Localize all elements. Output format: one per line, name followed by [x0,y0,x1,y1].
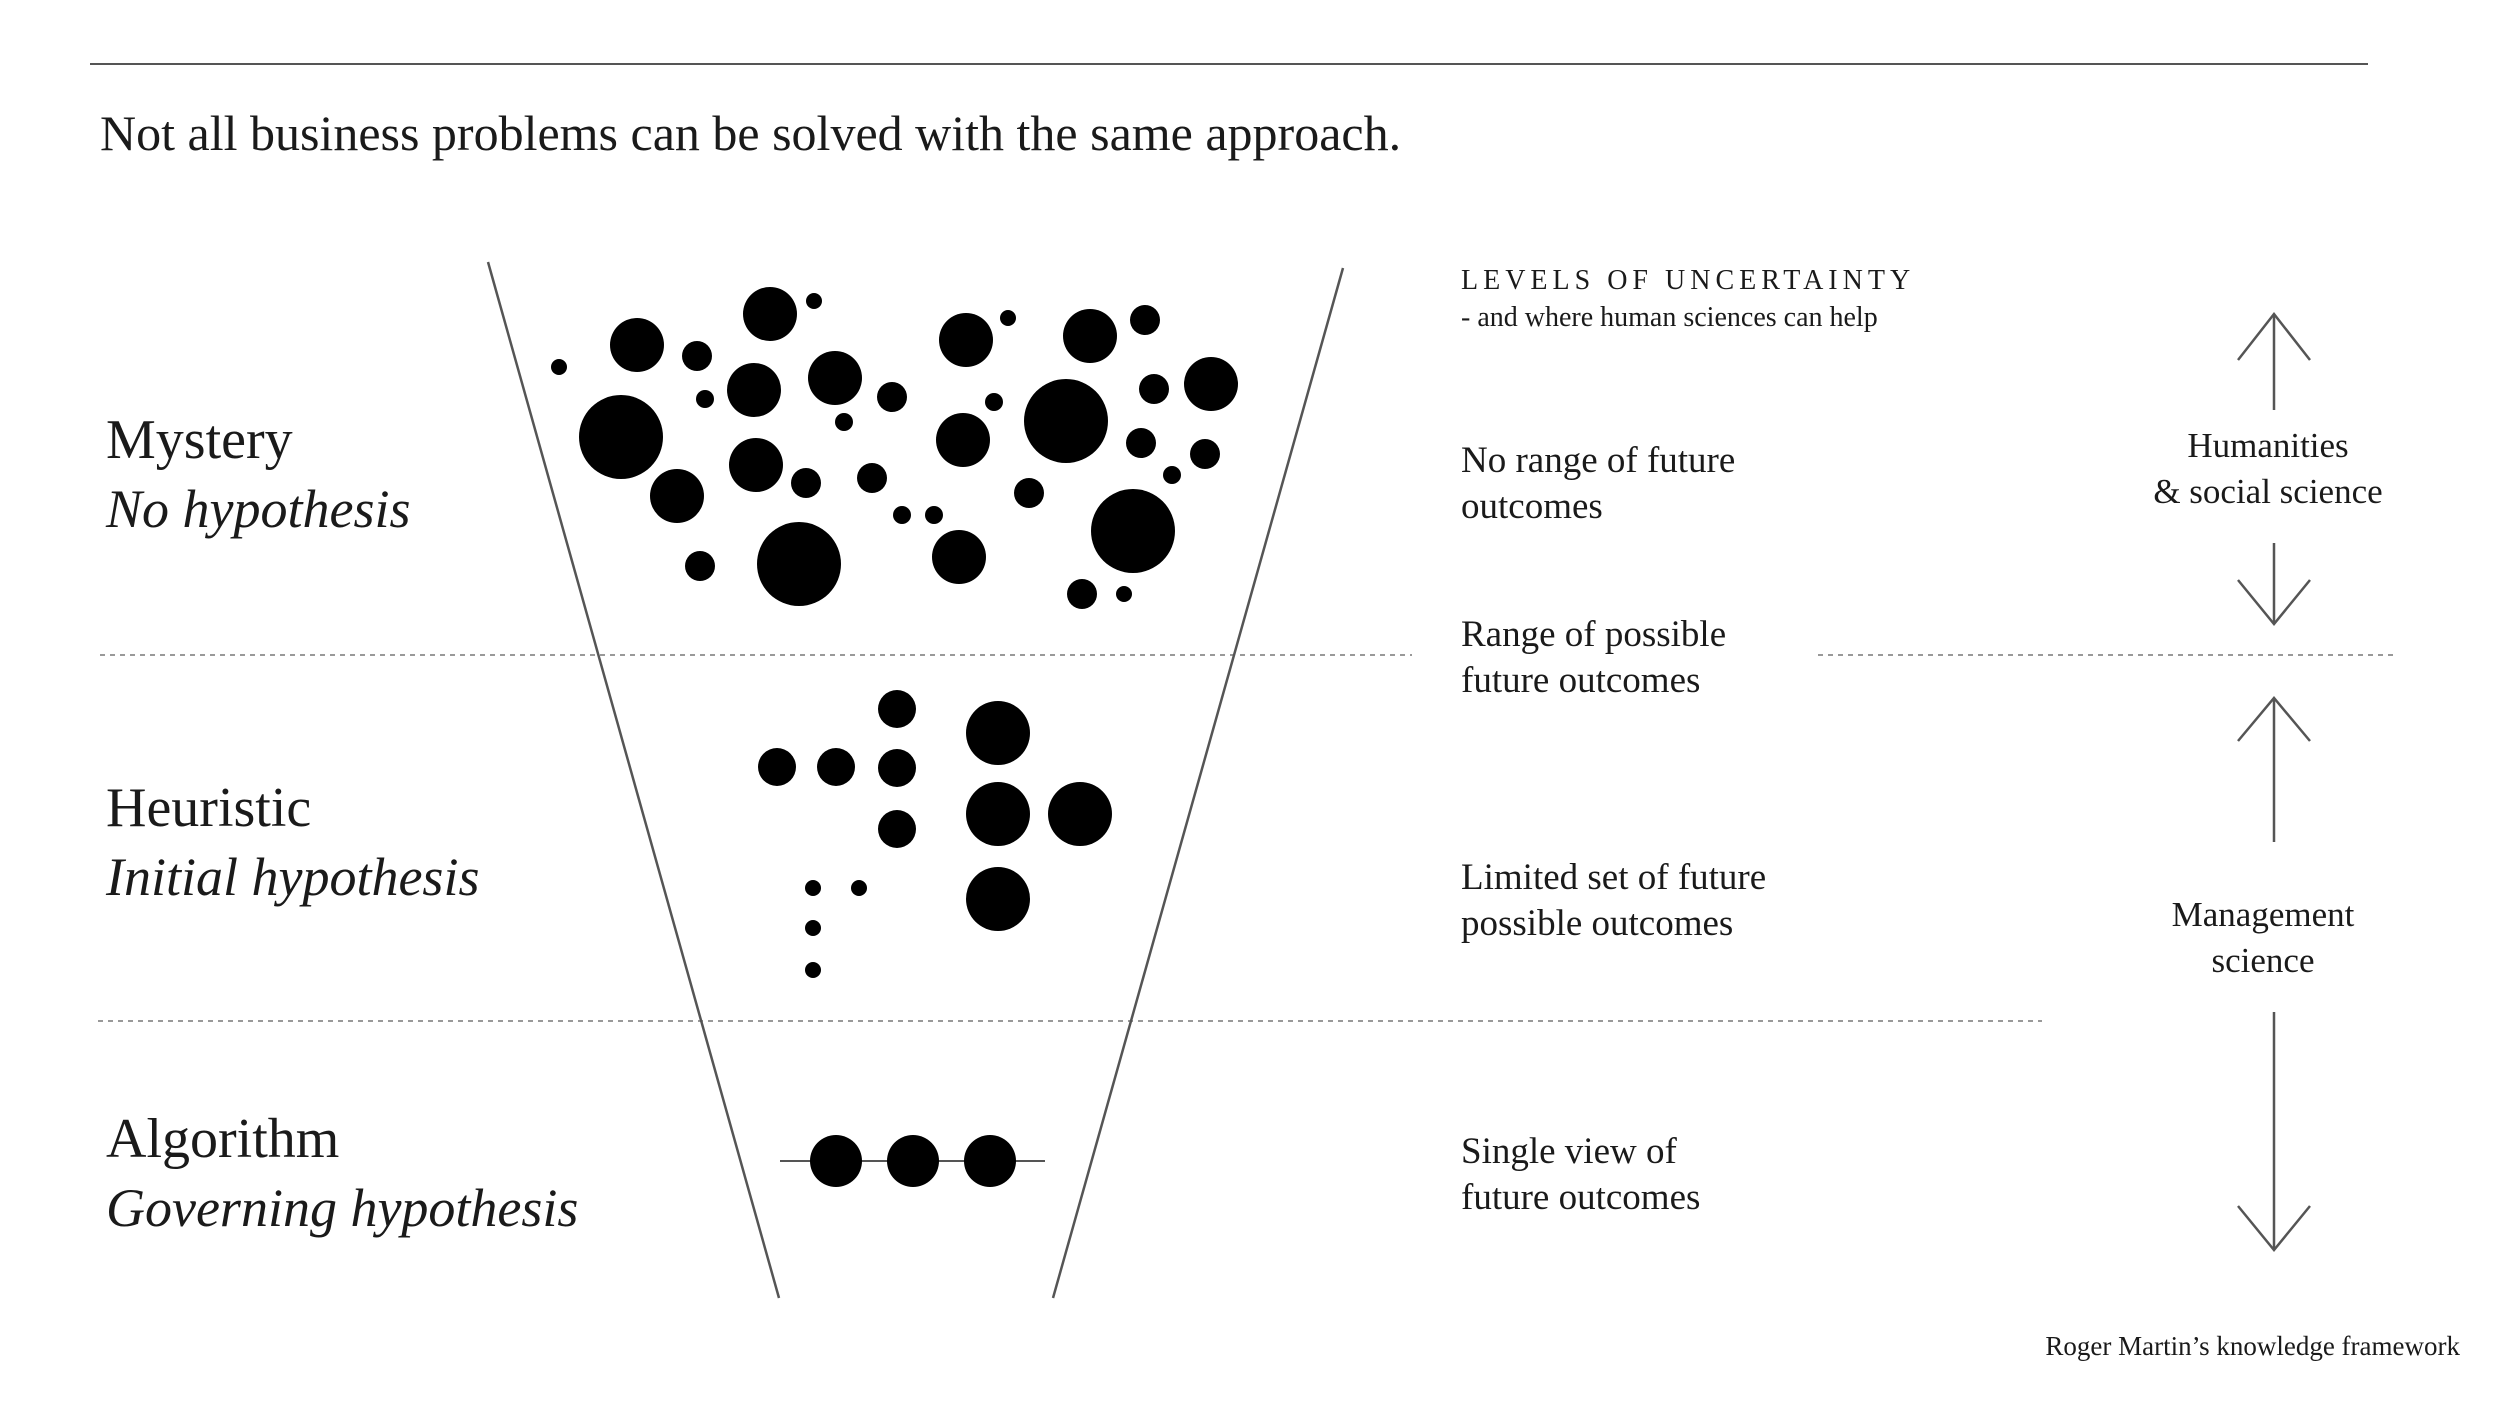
algorithm-dot-cluster [810,1135,1016,1187]
dot [966,782,1030,846]
dot [696,390,714,408]
dot [817,748,855,786]
outcome-line: Single view of [1461,1131,1677,1172]
dot [551,359,567,375]
uncertainty-subtitle: - and where human sciences can help [1461,302,1878,333]
dot [878,749,916,787]
dot [1091,489,1175,573]
headline: Not all business problems can be solved … [100,105,1401,161]
dot [851,880,867,896]
dot [805,880,821,896]
dot [1048,782,1112,846]
credit: Roger Martin’s knowledge framework [2045,1331,2460,1361]
science-line: & social science [2153,472,2382,511]
dot [887,1135,939,1187]
science-humanities: Humanities & social science [2153,426,2382,511]
dot [857,463,887,493]
dot [878,690,916,728]
dot [1067,579,1097,609]
level-algorithm: Algorithm Governing hypothesis [106,1108,578,1238]
outcome-line: outcomes [1461,486,1603,527]
dot [1139,374,1169,404]
dot [1126,428,1156,458]
level-hypothesis: Initial hypothesis [105,847,479,907]
science-management: Management science [2172,895,2355,980]
science-line: Management [2172,895,2355,934]
dot [966,867,1030,931]
dot [1063,309,1117,363]
dot [932,530,986,584]
outcome-limited-set: Limited set of future possible outcomes [1461,857,1766,944]
dot [878,810,916,848]
level-hypothesis: Governing hypothesis [106,1178,578,1238]
dot [610,318,664,372]
dot [1000,310,1016,326]
uncertainty-title: LEVELS OF UNCERTAINTY [1461,265,1915,296]
dot [1163,466,1181,484]
dot [964,1135,1016,1187]
dot [757,522,841,606]
level-name: Heuristic [106,777,311,839]
dot [1190,439,1220,469]
dot [729,438,783,492]
dot [1184,357,1238,411]
outcome-line: Range of possible [1461,614,1726,655]
level-hypothesis: No hypothesis [105,479,411,539]
outcome-line: No range of future [1461,440,1735,481]
arrow-down-icon [2237,1012,2311,1252]
level-mystery: Mystery No hypothesis [105,409,411,539]
dot [966,701,1030,765]
dot [893,506,911,524]
dot [1024,379,1108,463]
dot [743,287,797,341]
science-line: Humanities [2187,426,2348,465]
level-name: Algorithm [106,1108,339,1170]
outcome-range: Range of possible future outcomes [1461,614,1726,701]
dot [806,293,822,309]
dot [650,469,704,523]
arrow-down-icon [2237,543,2311,626]
dot [877,382,907,412]
dot [835,413,853,431]
funnel-right-edge [1051,267,1345,1299]
arrow-up-icon [2237,696,2311,842]
dot [985,393,1003,411]
dot [579,395,663,479]
dot [727,363,781,417]
outcome-line: Limited set of future [1461,857,1766,898]
outcome-no-range: No range of future outcomes [1461,440,1735,527]
outcome-line: future outcomes [1461,660,1700,701]
dot [808,351,862,405]
dot [1116,586,1132,602]
dot [685,551,715,581]
science-line: science [2212,941,2315,980]
mystery-dot-cluster [551,287,1238,609]
outcome-line: possible outcomes [1461,903,1733,944]
dot [939,313,993,367]
outcome-single-view: Single view of future outcomes [1461,1131,1700,1218]
dot [758,748,796,786]
dot [936,413,990,467]
dot [791,468,821,498]
heuristic-dot-cluster [758,690,1112,978]
dot [1130,305,1160,335]
dot [682,341,712,371]
outcome-line: future outcomes [1461,1177,1700,1218]
dot [925,506,943,524]
dot [805,920,821,936]
arrow-up-icon [2237,311,2311,410]
level-heuristic: Heuristic Initial hypothesis [105,777,479,907]
level-name: Mystery [106,409,293,471]
dot [805,962,821,978]
dot [810,1135,862,1187]
funnel-left-edge [486,261,781,1299]
dot [1014,478,1044,508]
